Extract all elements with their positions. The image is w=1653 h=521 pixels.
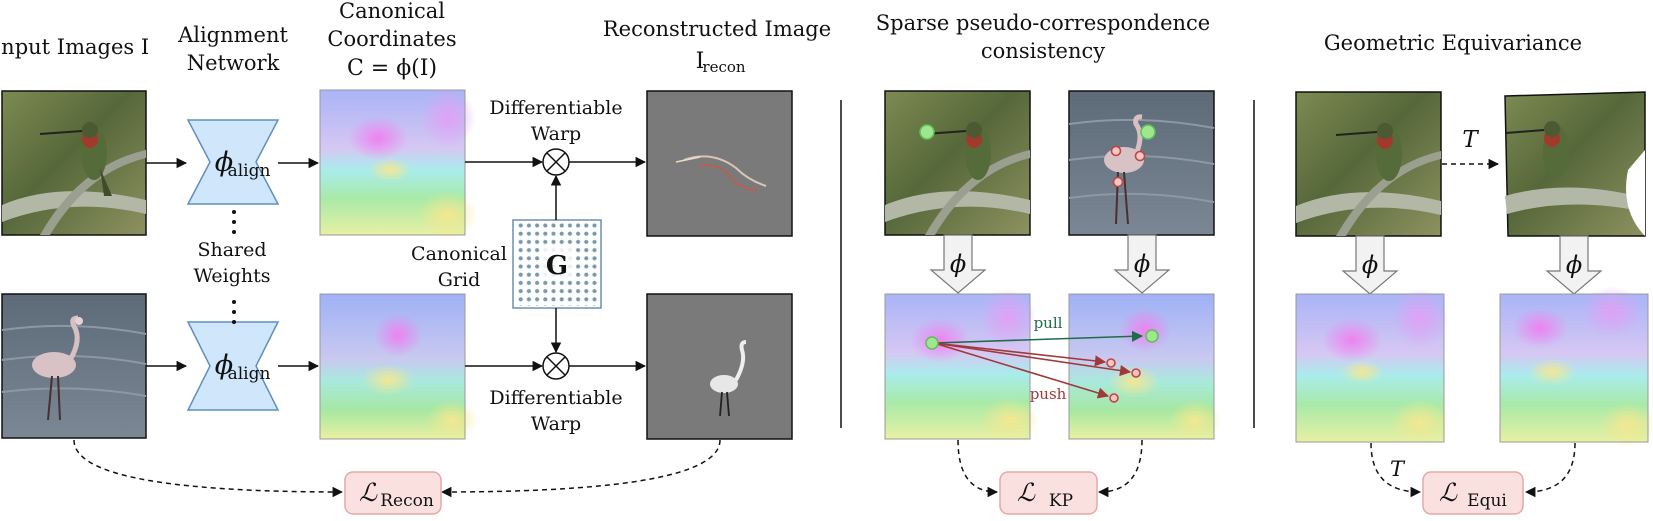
canonical-map-top <box>319 88 478 239</box>
alignment-network-top: ϕ align <box>186 119 280 205</box>
input-image-flamingo <box>1 293 147 439</box>
recon-loss-connectors <box>73 439 721 498</box>
shared-weights-label-line1: Shared <box>197 239 266 261</box>
svg-text:ϕ: ϕ <box>215 350 233 381</box>
keypoint-push-target-3 <box>1109 393 1119 403</box>
keypoint-pull-target <box>1145 329 1159 343</box>
canonical-map-bottom <box>319 293 478 440</box>
warp-operator-bottom <box>542 352 570 380</box>
canonical-grid: G <box>512 219 602 309</box>
reconstructed-image-label: Reconstructed Image <box>603 17 831 41</box>
svg-text:I: I <box>696 49 705 74</box>
svg-text:Recon: Recon <box>380 491 434 511</box>
kp-loss-box: ℒ KP <box>999 471 1098 515</box>
middle-panel-title-line2: consistency <box>981 39 1105 63</box>
keypoint-push-target-2 <box>1131 368 1141 378</box>
svg-text:KP: KP <box>1049 491 1073 511</box>
warp-label-bottom-line2: Warp <box>531 413 581 435</box>
middle-panel-title-line1: Sparse pseudo-correspondence <box>876 11 1211 35</box>
canonical-grid-label-line1: Canonical <box>411 243 507 265</box>
right-panel-title: Geometric Equivariance <box>1324 31 1582 55</box>
svg-text:ϕ: ϕ <box>1362 251 1378 279</box>
svg-text:ϕ: ϕ <box>1134 250 1150 278</box>
equi-loss-box: ℒ Equi <box>1422 471 1524 515</box>
reconstructed-image-top <box>646 90 793 237</box>
middle-phi-arrow-right: ϕ <box>1113 234 1171 294</box>
left-flow-arrows <box>146 156 647 372</box>
transform-label: T <box>1462 127 1479 153</box>
kp-loss-connectors <box>957 439 1143 498</box>
shared-weights-dots <box>232 210 236 324</box>
pull-arrow <box>933 330 1144 344</box>
svg-text:ϕ: ϕ <box>1566 251 1582 279</box>
svg-text:ϕ: ϕ <box>215 147 233 178</box>
reconstructed-image-symbol: I recon <box>696 49 746 76</box>
svg-text:ℒ: ℒ <box>1017 478 1036 507</box>
right-phi-arrow-left: ϕ <box>1341 235 1399 295</box>
alignment-network-label-line1: Alignment <box>177 23 288 47</box>
warp-operator-top <box>542 148 570 176</box>
svg-text:ℒ: ℒ <box>1439 478 1458 507</box>
middle-image-flamingo <box>1068 90 1215 236</box>
middle-phi-arrow-left: ϕ <box>929 234 987 294</box>
warp-label-top-line1: Differentiable <box>489 97 622 119</box>
svg-text:align: align <box>228 161 271 181</box>
svg-text:Equi: Equi <box>1467 491 1507 511</box>
warp-label-bottom-line1: Differentiable <box>489 387 622 409</box>
svg-text:ℒ: ℒ <box>359 478 378 507</box>
keypoint-push-target-1 <box>1106 358 1116 368</box>
canonical-coordinates-formula: C = ϕ(I) <box>347 56 437 81</box>
alignment-network-bottom: ϕ align <box>186 321 280 411</box>
pull-label: pull <box>1034 314 1063 332</box>
reconstructed-image-bottom <box>646 293 793 440</box>
middle-canonical-map-source <box>884 288 1040 442</box>
right-canonical-map-transformed <box>1499 286 1653 447</box>
right-image-transformed <box>1500 91 1646 237</box>
svg-text:G: G <box>546 251 568 281</box>
middle-image-hummingbird <box>884 90 1031 236</box>
canonical-coordinates-label-line2: Coordinates <box>327 27 456 51</box>
recon-loss-box: ℒ Recon <box>344 471 442 515</box>
push-arrows <box>933 342 1132 399</box>
input-image-hummingbird <box>1 90 147 236</box>
right-canonical-map-original <box>1295 288 1450 444</box>
shared-weights-label-line2: Weights <box>193 265 270 287</box>
equi-loss-connectors <box>1370 442 1576 498</box>
push-label: push <box>1030 385 1067 403</box>
input-images-label: Input Images I <box>0 35 149 59</box>
svg-text:recon: recon <box>702 58 745 76</box>
right-phi-arrow-right: ϕ <box>1545 235 1603 295</box>
canonical-coordinates-label-line1: Canonical <box>339 0 445 23</box>
alignment-network-label-line2: Network <box>187 51 280 75</box>
svg-text:align: align <box>228 364 271 384</box>
canonical-grid-label-line2: Grid <box>438 269 481 291</box>
svg-text:ϕ: ϕ <box>950 250 966 278</box>
warp-label-top-line2: Warp <box>531 123 581 145</box>
keypoint-source <box>925 336 939 350</box>
right-image-original <box>1295 91 1442 237</box>
transform-loss-label: T <box>1390 457 1406 481</box>
